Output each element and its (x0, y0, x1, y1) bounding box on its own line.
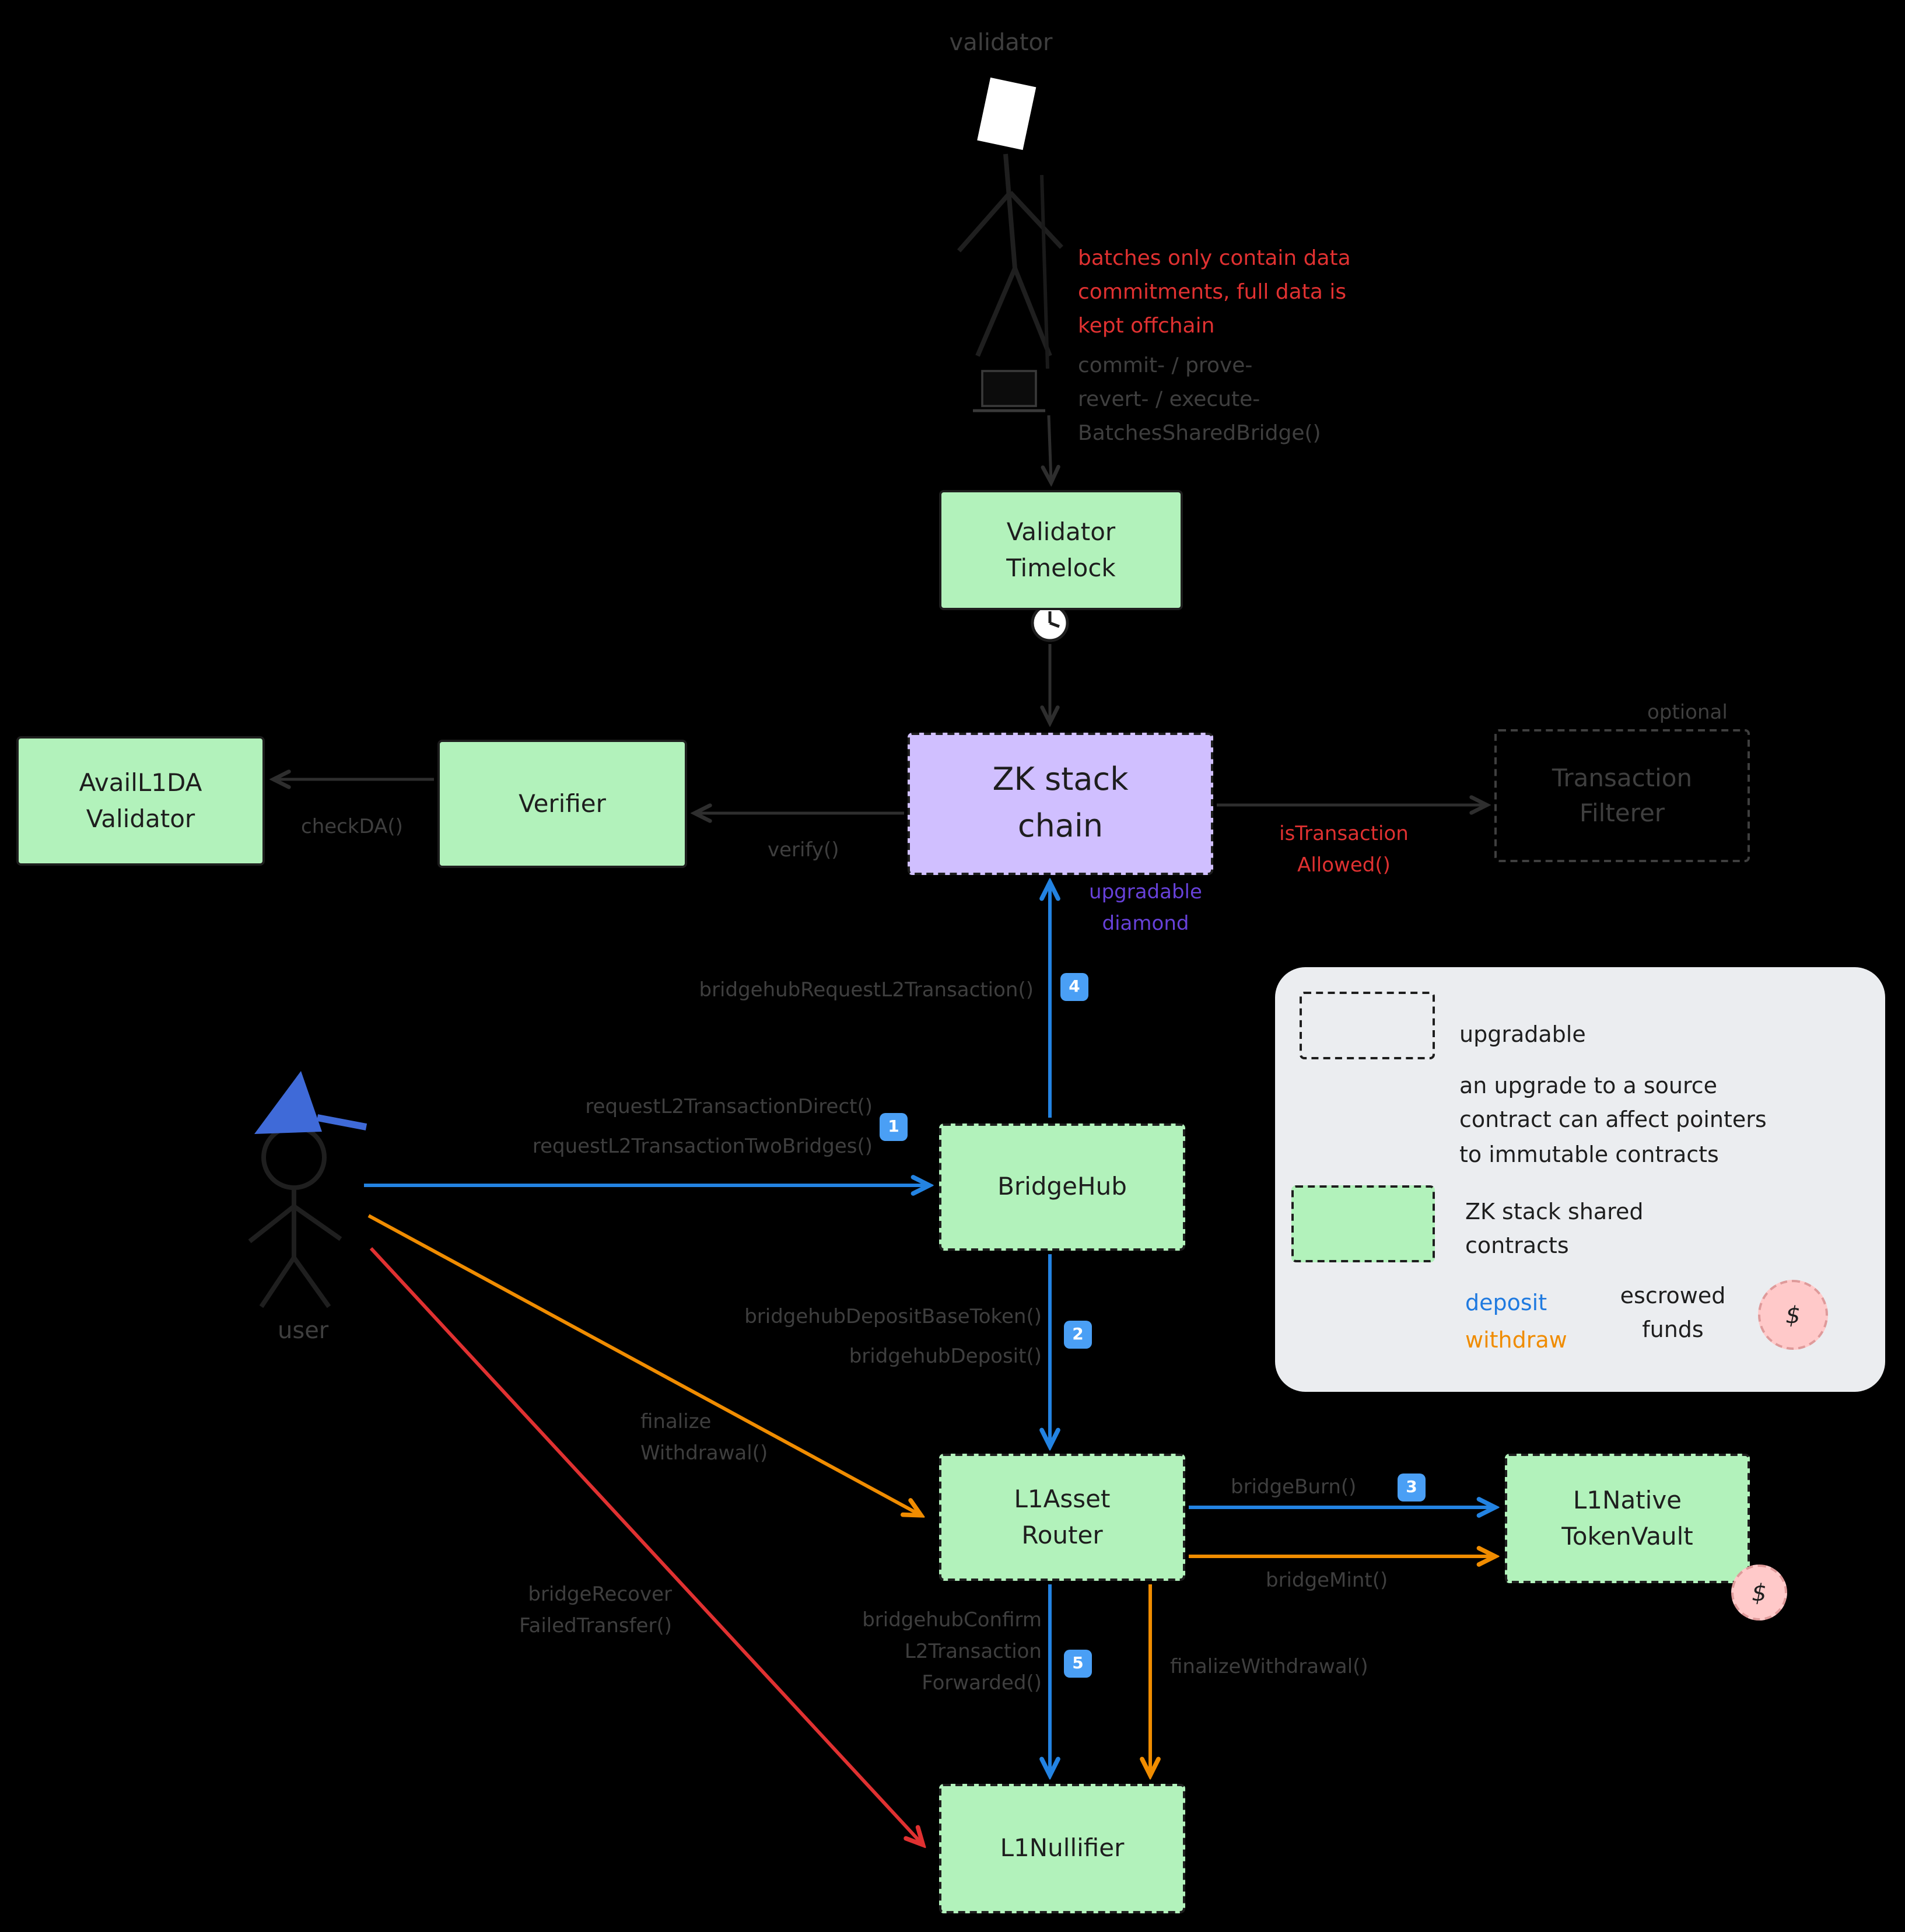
legend-escrowed-coin: $ (1758, 1280, 1828, 1350)
l1-native-token-vault-label: L1Native TokenVault (1561, 1486, 1693, 1550)
legend-dollar-sign: $ (1785, 1301, 1801, 1329)
l1-native-token-vault-node: L1Native TokenVault (1505, 1454, 1750, 1583)
legend-upgrade-note: an upgrade to a source contract can affe… (1459, 1073, 1767, 1168)
bridge-mint-label: bridgeMint() (1266, 1569, 1388, 1592)
bridgehub-deposit-label: bridgehubDeposit() (849, 1345, 1042, 1368)
validator-timelock-label: Validator Timelock (1006, 518, 1116, 582)
bridgehub-confirm-label: bridgehubConfirm L2Transaction Forwarded… (862, 1609, 1042, 1696)
step-badge-5: 5 (1064, 1650, 1092, 1678)
bridgehub-node: BridgeHub (939, 1124, 1185, 1251)
validator-figure-icon (957, 77, 1063, 369)
legend-panel: upgradable an upgrade to a source contra… (1275, 967, 1885, 1392)
validator-head (977, 77, 1036, 150)
l1-asset-router-node: L1Asset Router (939, 1454, 1185, 1581)
finalize-withdrawal-label: finalizeWithdrawal() (1170, 1656, 1368, 1679)
l1-nullifier-node: L1Nullifier (939, 1784, 1185, 1913)
upgradable-diamond-label: upgradable diamond (1089, 881, 1202, 936)
legend-escrowed-funds-label: escrowed funds (1620, 1283, 1726, 1343)
step-badge-1: 1 (880, 1113, 908, 1141)
verifier-node: Verifier (437, 740, 687, 868)
verifier-label: Verifier (519, 789, 606, 818)
withdraw-arrows (367, 1214, 1493, 1773)
dark-arrows (275, 415, 1485, 813)
zk-stack-chain-label: ZK stack chain (992, 761, 1129, 845)
bridgehub-request-l2-transaction-label: bridgehubRequestL2Transaction() (699, 979, 1034, 1002)
legend-shared-contracts-swatch (1291, 1185, 1435, 1262)
recover-arrow (369, 1247, 922, 1843)
legend-deposit-label: deposit (1465, 1290, 1547, 1316)
legend-upgradable-swatch (1300, 992, 1435, 1059)
user-label: user (278, 1316, 329, 1344)
dollar-sign: $ (1752, 1578, 1767, 1606)
commit-methods-label: commit- / prove- revert- / execute- Batc… (1078, 354, 1321, 446)
transaction-filterer-node: Transaction Filterer (1494, 729, 1750, 862)
escrowed-funds-coin: $ (1731, 1564, 1787, 1620)
avail-l1da-validator-label: AvailL1DA Validator (79, 769, 202, 832)
is-transaction-allowed-label: isTransaction Allowed() (1279, 822, 1409, 878)
l1-nullifier-label: L1Nullifier (1000, 1834, 1125, 1863)
clock-icon (1031, 604, 1069, 642)
checkda-edge-label: checkDA() (301, 816, 403, 839)
optional-label: optional (1647, 701, 1728, 724)
bridge-recover-failed-transfer-label: bridgeRecover FailedTransfer() (519, 1583, 672, 1639)
transaction-filterer-label: Transaction Filterer (1552, 764, 1693, 827)
step-badge-2: 2 (1064, 1321, 1092, 1349)
step-badge-3: 3 (1398, 1474, 1426, 1502)
validator-label: validator (949, 28, 1053, 56)
bridgehub-deposit-base-token-label: bridgehubDepositBaseToken() (744, 1306, 1042, 1329)
user-cap-icon (254, 1071, 322, 1134)
zk-stack-chain-node: ZK stack chain (908, 733, 1213, 875)
request-l2-transaction-direct-label: requestL2TransactionDirect() (585, 1096, 873, 1119)
deposit-arrows (364, 884, 1493, 1773)
validator-timelock-node: Validator Timelock (939, 490, 1183, 610)
bridge-burn-label: bridgeBurn() (1231, 1476, 1357, 1499)
laptop-icon (973, 370, 1045, 412)
legend-upgradable-label: upgradable (1459, 1022, 1586, 1048)
request-l2-transaction-two-bridges-label: requestL2TransactionTwoBridges() (532, 1135, 873, 1158)
user-figure-icon (248, 1071, 367, 1308)
bridgehub-label: BridgeHub (997, 1172, 1127, 1201)
finalize-withdrawal-user-label: finalize Withdrawal() (640, 1410, 768, 1466)
batches-note: batches only contain data commitments, f… (1078, 246, 1351, 338)
l1-asset-router-label: L1Asset Router (1014, 1485, 1111, 1549)
verify-edge-label: verify() (768, 839, 839, 862)
avail-l1da-validator-node: AvailL1DA Validator (16, 736, 265, 866)
legend-shared-contracts-label: ZK stack shared contracts (1465, 1199, 1644, 1259)
legend-withdraw-label: withdraw (1465, 1328, 1567, 1353)
step-badge-4: 4 (1060, 973, 1088, 1001)
